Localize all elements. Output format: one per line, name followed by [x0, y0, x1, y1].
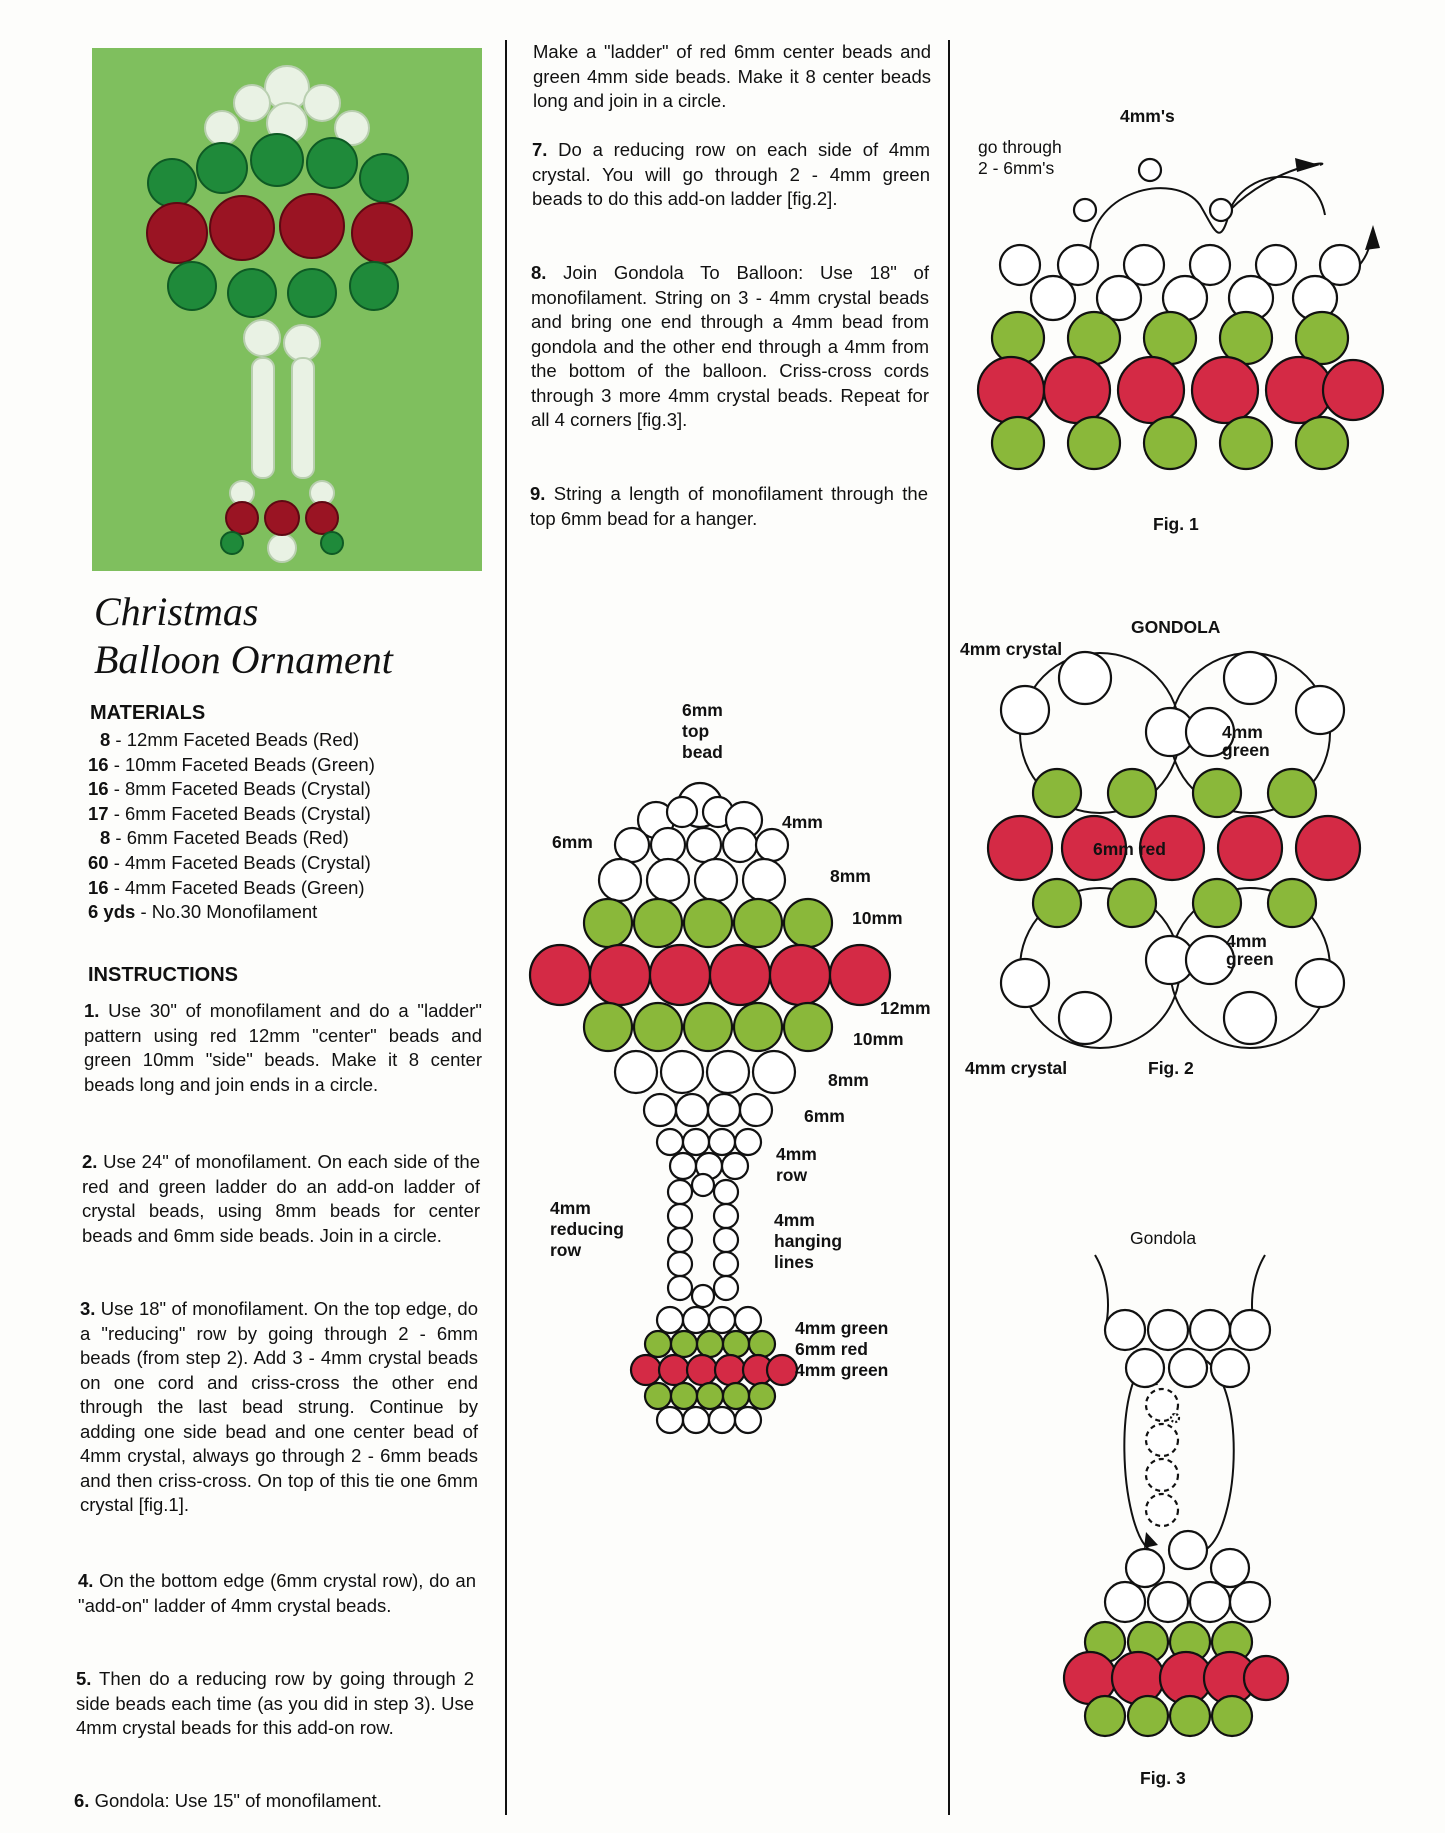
label-8mm-top: 8mm	[830, 866, 871, 886]
fig1-diagram	[976, 157, 1385, 471]
label-10mm-bottom: 10mm	[853, 1029, 904, 1049]
fig1-arrow-top	[1295, 158, 1320, 172]
step-6-continued: Make a "ladder" of red 6mm center beads …	[533, 41, 931, 111]
step-1: 1. Use 30" of monofilament and do a "lad…	[84, 1000, 482, 1095]
title-line-1: Christmas	[94, 589, 259, 634]
balloon-diagram	[528, 781, 892, 1435]
fig1-label-4mms: 4mm's	[1120, 106, 1175, 126]
materials-list: 8 - 12mm Faceted Beads (Red) 16 - 10mm F…	[88, 728, 375, 925]
material-item: 16 - 8mm Faceted Beads (Crystal)	[88, 778, 371, 800]
step-9: 9. String a length of monofilament throu…	[530, 483, 928, 529]
label-top-bead: 6mm top bead	[682, 700, 723, 762]
step-3: 3. Use 18" of monofilament. On the top e…	[80, 1298, 478, 1515]
label-10mm-top: 10mm	[852, 908, 903, 928]
column-rule-left	[505, 40, 507, 1815]
step-7: 7. Do a reducing row on each side of 4mm…	[532, 139, 930, 209]
fig3-diagram	[1062, 1254, 1290, 1738]
material-item: 60 - 4mm Faceted Beads (Crystal)	[88, 851, 371, 873]
fig2-label-4mm-crystal-top: 4mm crystal	[960, 639, 1063, 659]
label-6mm-left: 6mm	[552, 832, 593, 852]
step-4: 4. On the bottom edge (6mm crystal row),…	[78, 1570, 476, 1616]
fig1-caption: Fig. 1	[1153, 514, 1199, 534]
materials-heading: MATERIALS	[90, 702, 206, 724]
fig1-label-go-through: go through 2 - 6mm's	[978, 137, 1062, 178]
label-8mm-bottom: 8mm	[828, 1070, 869, 1090]
fig3-title: Gondola	[1130, 1228, 1197, 1248]
ornament-photo	[92, 48, 482, 571]
page-title: Christmas Balloon Ornament	[94, 588, 393, 684]
material-item: 8 - 6mm Faceted Beads (Red)	[100, 827, 349, 849]
step-2: 2. Use 24" of monofilament. On each side…	[82, 1151, 480, 1246]
fig2-caption: Fig. 2	[1148, 1058, 1194, 1078]
instructions-heading: INSTRUCTIONS	[88, 964, 238, 986]
ornament-photo-illustration	[92, 48, 482, 571]
step-5: 5. Then do a reducing row by going throu…	[76, 1668, 474, 1738]
material-item: 8 - 12mm Faceted Beads (Red)	[100, 729, 360, 750]
fig2-label-4mm-crystal-bottom: 4mm crystal	[965, 1058, 1068, 1078]
step-6: 6. Gondola: Use 15" of monofilament.	[74, 1790, 382, 1811]
fig1-thread	[1088, 175, 1326, 261]
column-rule-right	[948, 40, 950, 1815]
label-6mm-bottom: 6mm	[804, 1106, 845, 1126]
fig2-diagram	[986, 650, 1362, 1049]
label-gondola-rows: 4mm green 6mm red 4mm green	[795, 1318, 889, 1380]
label-4mm-reducing-row: 4mm reducing row	[550, 1198, 624, 1260]
fig2-label-6mm-red: 6mm red	[1093, 839, 1166, 859]
fig3-caption: Fig. 3	[1140, 1768, 1186, 1788]
label-4mm-hanging-lines: 4mm hanging lines	[774, 1210, 843, 1272]
fig2-title: GONDOLA	[1131, 617, 1221, 637]
fig2-label-4mm-green-top: 4mm green	[1222, 722, 1270, 760]
material-item: 17 - 6mm Faceted Beads (Crystal)	[88, 802, 371, 824]
material-item: 16 - 4mm Faceted Beads (Green)	[88, 876, 365, 898]
fig2-label-4mm-green-bottom: 4mm green	[1226, 931, 1274, 969]
title-line-2: Balloon Ornament	[94, 637, 393, 682]
fig3-thread-left	[1094, 1254, 1109, 1331]
label-4mm-row: 4mm row	[776, 1144, 817, 1185]
balloon-bead-rows	[528, 781, 892, 1435]
label-12mm: 12mm	[880, 998, 931, 1018]
step-8: 8. Join Gondola To Balloon: Use 18" of m…	[531, 262, 929, 430]
material-item: 6 yds - No.30 Monofilament	[88, 901, 318, 923]
label-4mm: 4mm	[782, 812, 823, 832]
material-item: 16 - 10mm Faceted Beads (Green)	[88, 753, 375, 775]
